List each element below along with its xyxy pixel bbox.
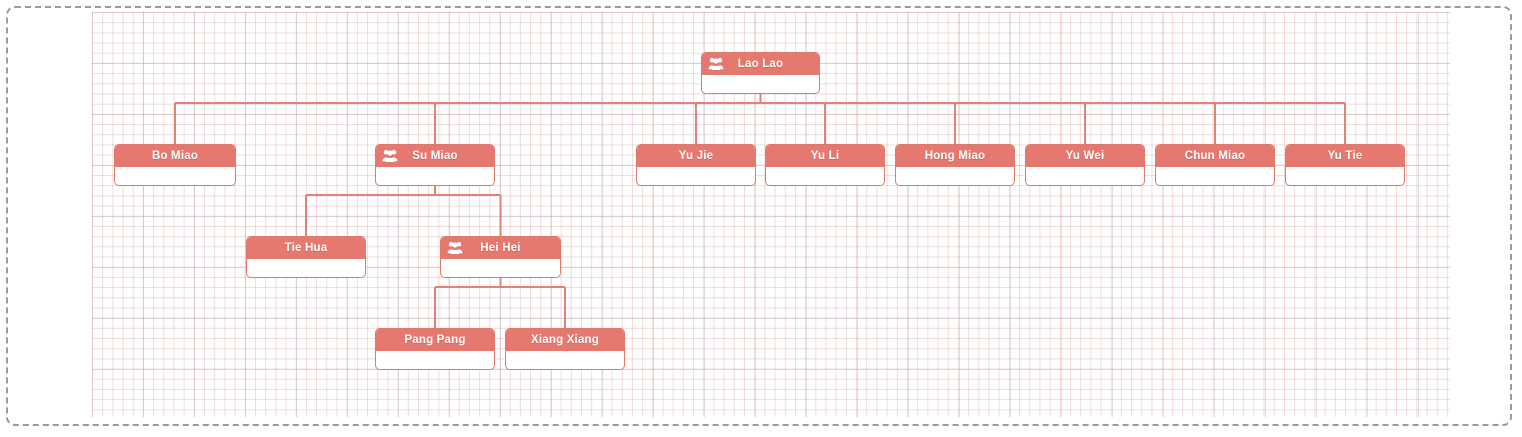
node-body-chun-miao[interactable] xyxy=(1156,167,1274,185)
node-body-hong-miao[interactable] xyxy=(896,167,1014,185)
node-body-pang-pang[interactable] xyxy=(376,351,494,369)
node-title-bo-miao: Bo Miao xyxy=(151,150,199,162)
node-title-yu-wei: Yu Wei xyxy=(1065,150,1105,162)
group-icon xyxy=(382,149,398,162)
node-header-yu-jie[interactable]: Yu Jie xyxy=(637,145,755,167)
node-yu-jie[interactable]: Yu Jie xyxy=(636,144,756,186)
node-body-yu-wei[interactable] xyxy=(1026,167,1144,185)
node-header-su-miao[interactable]: Su Miao xyxy=(376,145,494,167)
node-header-xiang-xiang[interactable]: Xiang Xiang xyxy=(506,329,624,351)
node-su-miao[interactable]: Su Miao xyxy=(375,144,495,186)
node-header-yu-tie[interactable]: Yu Tie xyxy=(1286,145,1404,167)
node-body-lao-lao[interactable] xyxy=(702,75,819,93)
node-title-pang-pang: Pang Pang xyxy=(404,334,466,346)
node-title-yu-jie: Yu Jie xyxy=(678,150,714,162)
node-body-yu-tie[interactable] xyxy=(1286,167,1404,185)
node-lao-lao[interactable]: Lao Lao xyxy=(701,52,820,94)
node-title-hong-miao: Hong Miao xyxy=(924,150,986,162)
node-body-yu-jie[interactable] xyxy=(637,167,755,185)
node-title-chun-miao: Chun Miao xyxy=(1184,150,1246,162)
node-header-lao-lao[interactable]: Lao Lao xyxy=(702,53,819,75)
node-title-xiang-xiang: Xiang Xiang xyxy=(530,334,600,346)
node-title-yu-tie: Yu Tie xyxy=(1327,150,1363,162)
node-body-tie-hua[interactable] xyxy=(247,259,365,277)
group-icon xyxy=(447,241,463,254)
node-yu-tie[interactable]: Yu Tie xyxy=(1285,144,1405,186)
node-body-bo-miao[interactable] xyxy=(115,167,235,185)
node-yu-li[interactable]: Yu Li xyxy=(765,144,885,186)
node-body-xiang-xiang[interactable] xyxy=(506,351,624,369)
node-tie-hua[interactable]: Tie Hua xyxy=(246,236,366,278)
node-bo-miao[interactable]: Bo Miao xyxy=(114,144,236,186)
node-body-hei-hei[interactable] xyxy=(441,259,560,277)
group-icon xyxy=(708,57,724,70)
node-header-pang-pang[interactable]: Pang Pang xyxy=(376,329,494,351)
node-header-bo-miao[interactable]: Bo Miao xyxy=(115,145,235,167)
node-title-su-miao: Su Miao xyxy=(412,150,458,162)
node-header-hei-hei[interactable]: Hei Hei xyxy=(441,237,560,259)
node-title-tie-hua: Tie Hua xyxy=(284,242,328,254)
node-title-yu-li: Yu Li xyxy=(810,150,840,162)
node-chun-miao[interactable]: Chun Miao xyxy=(1155,144,1275,186)
node-header-chun-miao[interactable]: Chun Miao xyxy=(1156,145,1274,167)
node-header-hong-miao[interactable]: Hong Miao xyxy=(896,145,1014,167)
node-body-su-miao[interactable] xyxy=(376,167,494,185)
node-hei-hei[interactable]: Hei Hei xyxy=(440,236,561,278)
node-header-yu-wei[interactable]: Yu Wei xyxy=(1026,145,1144,167)
node-title-lao-lao: Lao Lao xyxy=(737,58,784,70)
node-body-yu-li[interactable] xyxy=(766,167,884,185)
node-header-yu-li[interactable]: Yu Li xyxy=(766,145,884,167)
node-header-tie-hua[interactable]: Tie Hua xyxy=(247,237,365,259)
node-xiang-xiang[interactable]: Xiang Xiang xyxy=(505,328,625,370)
node-yu-wei[interactable]: Yu Wei xyxy=(1025,144,1145,186)
node-hong-miao[interactable]: Hong Miao xyxy=(895,144,1015,186)
node-title-hei-hei: Hei Hei xyxy=(480,242,521,254)
node-pang-pang[interactable]: Pang Pang xyxy=(375,328,495,370)
